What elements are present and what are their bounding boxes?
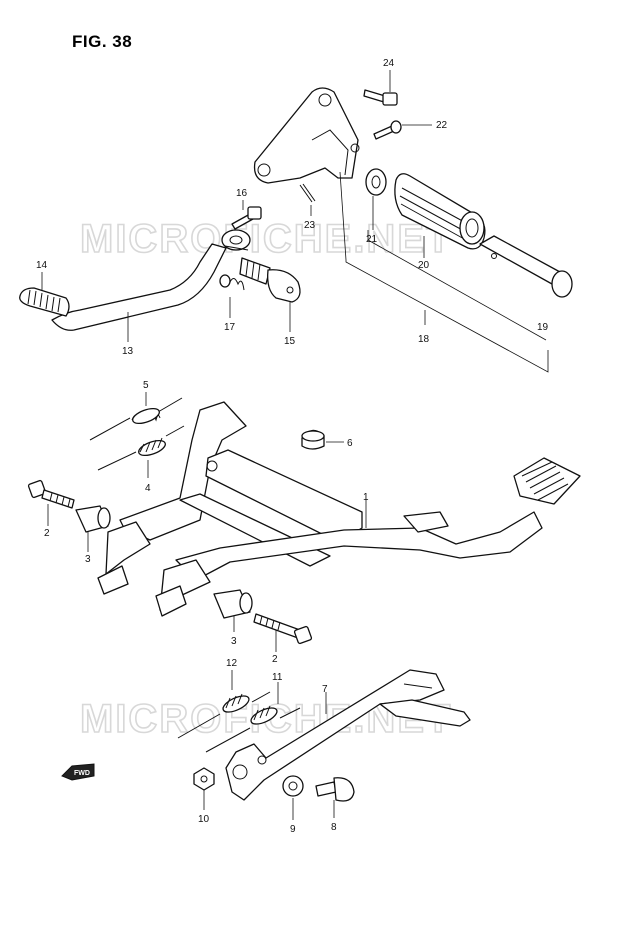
spring-11[interactable] [205, 705, 301, 753]
spring-17[interactable] [219, 274, 245, 291]
washer-9[interactable] [282, 775, 304, 797]
collar-3-right[interactable] [213, 589, 253, 619]
footrest-bracket[interactable] [253, 87, 360, 184]
part-label-21: 21 [366, 234, 378, 245]
bolt-2-right[interactable] [253, 613, 313, 645]
gearshift-lever-13[interactable] [51, 229, 251, 331]
part-label-6: 6 [347, 438, 353, 449]
figure-title: FIG. 38 [72, 32, 133, 51]
washer-21[interactable] [365, 168, 387, 196]
part-label-23: 23 [304, 220, 316, 231]
part-label-4: 4 [145, 483, 151, 494]
part-label-8: 8 [331, 822, 337, 833]
part-label-19: 19 [537, 322, 549, 333]
part-label-10: 10 [198, 814, 210, 825]
part-label-9: 9 [290, 824, 296, 835]
spring-5[interactable] [89, 397, 183, 441]
collar-3-left[interactable] [75, 505, 111, 533]
nut-10[interactable] [193, 767, 215, 791]
part-label-14: 14 [36, 260, 48, 271]
shift-rubber-14[interactable] [19, 287, 70, 317]
bolt-24[interactable] [363, 89, 398, 106]
leader-18 [339, 171, 549, 373]
side-stand-7[interactable] [225, 669, 471, 801]
bolt-8[interactable] [315, 777, 355, 802]
part-label-12: 12 [226, 658, 238, 669]
part-label-16: 16 [236, 188, 248, 199]
bolt-16[interactable] [231, 206, 262, 230]
fwd-label: FWD [74, 770, 90, 777]
part-label-18: 18 [418, 334, 430, 345]
part-label-3b: 3 [231, 636, 237, 647]
bolt-22[interactable] [373, 120, 402, 140]
bolt-2-left[interactable] [27, 479, 75, 509]
center-stand-1[interactable] [97, 401, 581, 617]
footrest-rubber-20[interactable] [394, 173, 486, 250]
footrest-pin-19[interactable] [479, 235, 573, 298]
part-label-15: 15 [284, 336, 296, 347]
part-label-1: 1 [363, 492, 369, 503]
part-label-7: 7 [322, 684, 328, 695]
fwd-arrow-icon: FWD [61, 763, 95, 781]
part-labels: 1 2 2 3 3 4 5 6 7 8 9 10 11 12 13 14 15 … [36, 58, 549, 835]
watermark-top: MICROFICHE.NET [80, 217, 452, 261]
stopper-6[interactable] [301, 429, 325, 450]
part-label-17: 17 [224, 322, 236, 333]
cotter-pin-23[interactable] [299, 183, 316, 203]
part-label-2b: 2 [272, 654, 278, 665]
spring-12[interactable] [177, 691, 271, 739]
part-label-11: 11 [272, 672, 283, 683]
shift-arm-15[interactable] [239, 257, 301, 303]
part-label-2a: 2 [44, 528, 50, 539]
part-label-5: 5 [143, 380, 149, 391]
part-label-20: 20 [418, 260, 430, 271]
part-label-24: 24 [383, 58, 395, 69]
spring-4[interactable] [97, 425, 185, 471]
part-label-13: 13 [122, 346, 134, 357]
part-label-22: 22 [436, 120, 448, 131]
part-label-3a: 3 [85, 554, 91, 565]
